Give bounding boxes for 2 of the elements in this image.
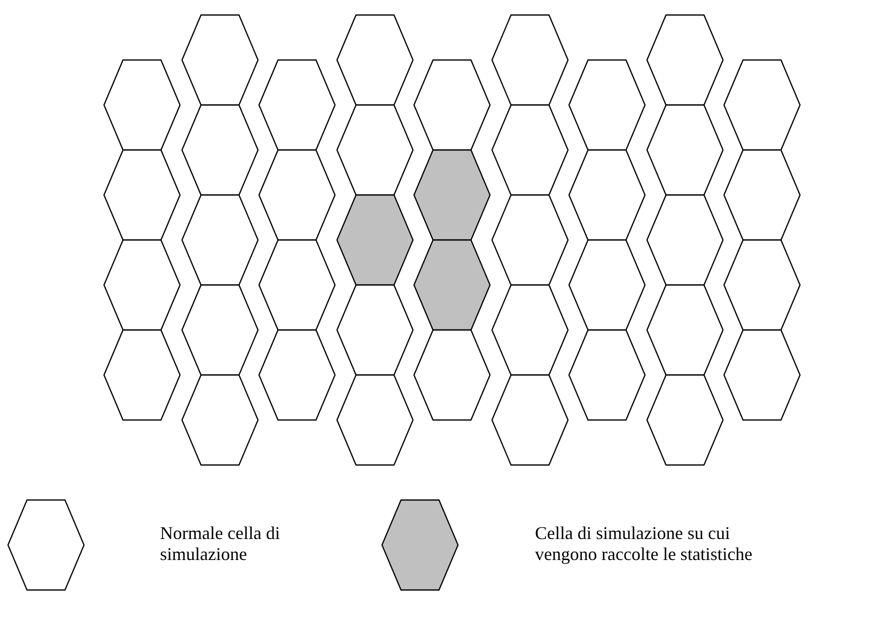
- legend-text: Normale cella di simulazione: [160, 523, 281, 565]
- legend-text: Cella di simulazione su cui vengono raccolte le statistiche: [535, 523, 754, 565]
